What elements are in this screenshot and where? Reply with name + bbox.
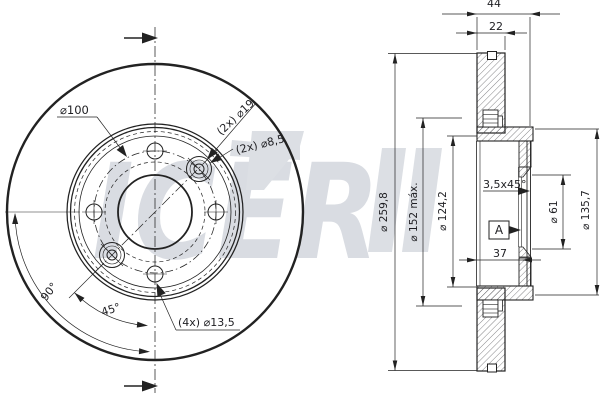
datum-a-label: A: [495, 223, 504, 237]
section-view-labels: 44 22 37 ⌀ 259,8 ⌀ 152 máx. ⌀ 124,2 ⌀ 61…: [378, 0, 592, 260]
watermark-swoosh-4: [402, 148, 442, 252]
bolt-hole-east: [204, 200, 228, 224]
bore-chamfer-bottom: [518, 246, 532, 258]
dim-22: [456, 30, 527, 50]
pin-hole-southwest: [99, 242, 125, 268]
datum-a: [488, 220, 521, 240]
angle-90-label: 90°: [38, 280, 60, 303]
hat-lip-bottom: [518, 257, 532, 287]
pin-hole-leader: [207, 102, 257, 160]
wheel-stud-top: [482, 109, 503, 128]
wheel-stud-bottom: [482, 299, 503, 318]
dim-flange-diameter-label: ⌀ 135,7: [580, 190, 592, 230]
bolt-hole-west: [82, 200, 106, 224]
dim-bore-diameter-label: ⌀ 61: [548, 200, 560, 223]
front-view: [5, 27, 305, 393]
bolt-holes-leader: [156, 283, 240, 331]
angle-45-dimension: [68, 262, 148, 328]
bolt-hole-south: [143, 265, 167, 283]
dim-44-label: 44: [487, 0, 501, 10]
watermark-swoosh-3: [368, 148, 406, 252]
dim-hat-diameter-label: ⌀ 124,2: [437, 191, 449, 231]
hat-web-bottom: [476, 285, 534, 301]
pin-hole-northeast: [186, 156, 212, 182]
dim-max-diameter-label: ⌀ 152 máx.: [408, 182, 420, 241]
dim-max-diameter: [416, 117, 462, 307]
watermark-swoosh-2: [230, 140, 300, 160]
dim-22-label: 22: [489, 20, 503, 33]
section-arrow-top: [124, 32, 158, 44]
bolt-holes-label: (4x) ⌀13,5: [178, 316, 235, 329]
section-view: [476, 51, 534, 373]
dim-hat-diameter: [447, 135, 477, 288]
dim-37: [459, 257, 541, 263]
dim-bore-diameter: [532, 174, 571, 250]
dim-flange-diameter: [535, 128, 600, 296]
pin-screw-leader: [210, 148, 234, 163]
section-arrow-bottom: [124, 380, 158, 392]
bolt-hole-north: [143, 142, 167, 160]
bolt-circle-label: ⌀100: [60, 103, 89, 117]
dim-outer-diameter: [388, 53, 477, 371]
dim-44: [442, 11, 560, 126]
bolt-circle-leader: [57, 116, 127, 157]
watermark-text: ICER: [92, 136, 380, 290]
icer-watermark: ICER: [92, 131, 442, 290]
angle-90-dimension: [5, 211, 150, 355]
section-dimensions: [388, 11, 600, 371]
angle-45-label: 45°: [100, 300, 123, 318]
chamfer-label: 3,5x45°: [483, 178, 527, 191]
vent-notch-top: [487, 51, 497, 60]
dim-37-label: 37: [493, 247, 507, 260]
bore-chamfer-top: [518, 166, 532, 178]
hat-web-top: [476, 126, 534, 142]
vent-notch-bottom: [487, 363, 497, 373]
dim-outer-diameter-label: ⌀ 259,8: [378, 192, 390, 232]
pin-hole-label: (2x) ⌀19: [214, 97, 257, 138]
hat-lip-top: [518, 140, 532, 168]
chamfer-leader: [483, 187, 530, 195]
